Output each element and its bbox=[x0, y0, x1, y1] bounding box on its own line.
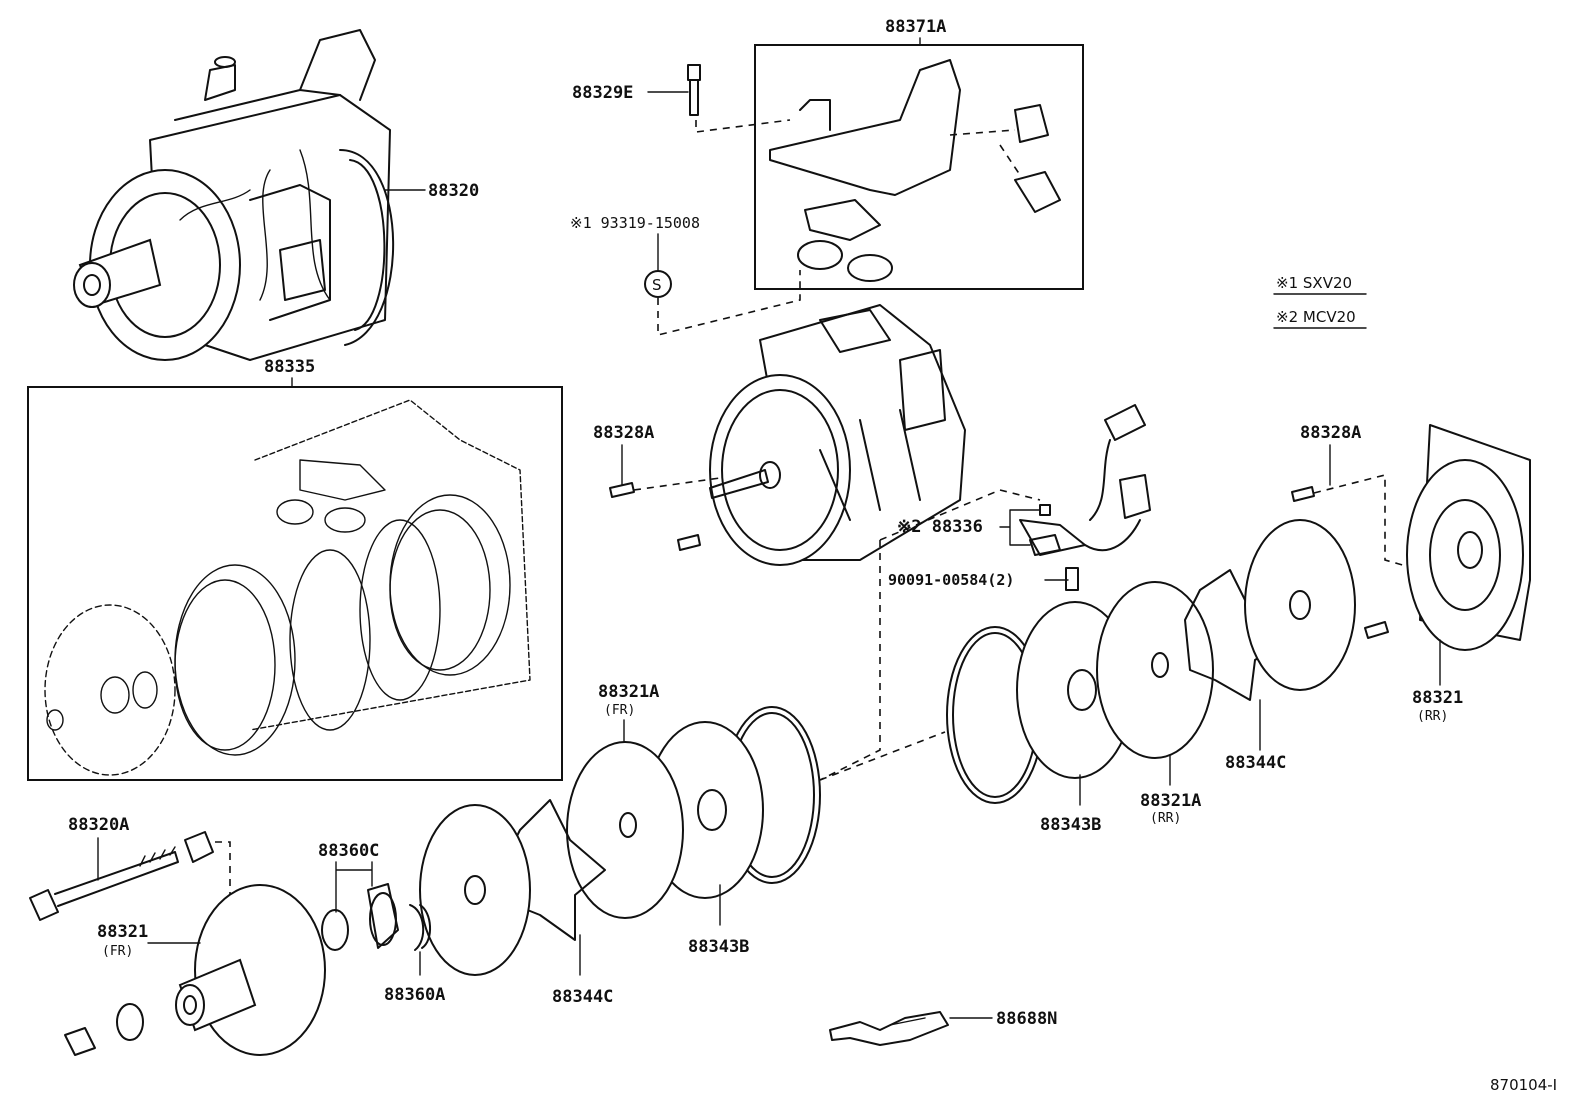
rear-gasket-stack bbox=[946, 519, 1356, 804]
note-2-text: MCV20 bbox=[1303, 308, 1356, 326]
label-88360C: 88360C bbox=[318, 841, 379, 861]
note-1-mark: ※1 bbox=[1276, 274, 1298, 292]
label-88371A: 88371A bbox=[885, 17, 946, 37]
label-88321-fr-sub: (FR) bbox=[102, 944, 133, 959]
note-2-mark: ※2 bbox=[1276, 308, 1298, 326]
label-88321A-fr-sub: (FR) bbox=[604, 703, 635, 718]
label-93319-15008: ※1 93319-15008 bbox=[570, 214, 700, 232]
label-88328A-right: 88328A bbox=[1300, 423, 1361, 443]
front-housing-88321-fr bbox=[64, 884, 326, 1056]
label-88336: ※2 88336 bbox=[897, 517, 983, 537]
label-88320A: 88320A bbox=[68, 815, 129, 835]
label-88360A: 88360A bbox=[384, 985, 445, 1005]
compressor-assembly-88320 bbox=[73, 29, 426, 361]
long-bolt-88320A bbox=[29, 831, 231, 921]
label-88321-rr: 88321 bbox=[1412, 688, 1463, 708]
label-88343B-left: 88343B bbox=[688, 937, 749, 957]
compressor-housing bbox=[709, 304, 1151, 566]
label-88688N: 88688N bbox=[996, 1009, 1057, 1029]
rear-housing-88321-rr bbox=[1406, 424, 1531, 651]
label-88321-fr: 88321 bbox=[97, 922, 148, 942]
label-88321A-rr-sub: (RR) bbox=[1150, 811, 1181, 826]
note-1-text: SXV20 bbox=[1303, 274, 1352, 292]
label-88344C-right: 88344C bbox=[1225, 753, 1286, 773]
bracket-88688N bbox=[829, 1011, 949, 1046]
valve-kit-parts bbox=[769, 59, 1061, 282]
figure-code: 870104-Ⅰ bbox=[1490, 1076, 1557, 1094]
label-88343B-right: 88343B bbox=[1040, 815, 1101, 835]
label-88344C-left: 88344C bbox=[552, 987, 613, 1007]
front-gasket-stack bbox=[419, 706, 821, 976]
label-88321A-rr: 88321A bbox=[1140, 791, 1201, 811]
s-marker-text: S bbox=[652, 276, 662, 294]
gasket-kit-parts bbox=[44, 399, 531, 776]
label-88321A-fr: 88321A bbox=[598, 682, 659, 702]
label-88328A-left: 88328A bbox=[593, 423, 654, 443]
gasket-kit-box-88335 bbox=[27, 386, 563, 781]
valve-kit-box-88371A bbox=[754, 44, 1084, 290]
s-marker bbox=[644, 270, 672, 298]
label-88329E: 88329E bbox=[572, 83, 633, 103]
label-88335: 88335 bbox=[264, 357, 315, 377]
note-2: ※2 MCV20 bbox=[1276, 308, 1356, 326]
label-88320: 88320 bbox=[428, 181, 479, 201]
note-1: ※1 SXV20 bbox=[1276, 274, 1352, 292]
label-88321-rr-sub: (RR) bbox=[1417, 709, 1448, 724]
label-90091-00584: 90091-00584(2) bbox=[888, 571, 1014, 589]
bolt-88329E bbox=[647, 64, 791, 133]
